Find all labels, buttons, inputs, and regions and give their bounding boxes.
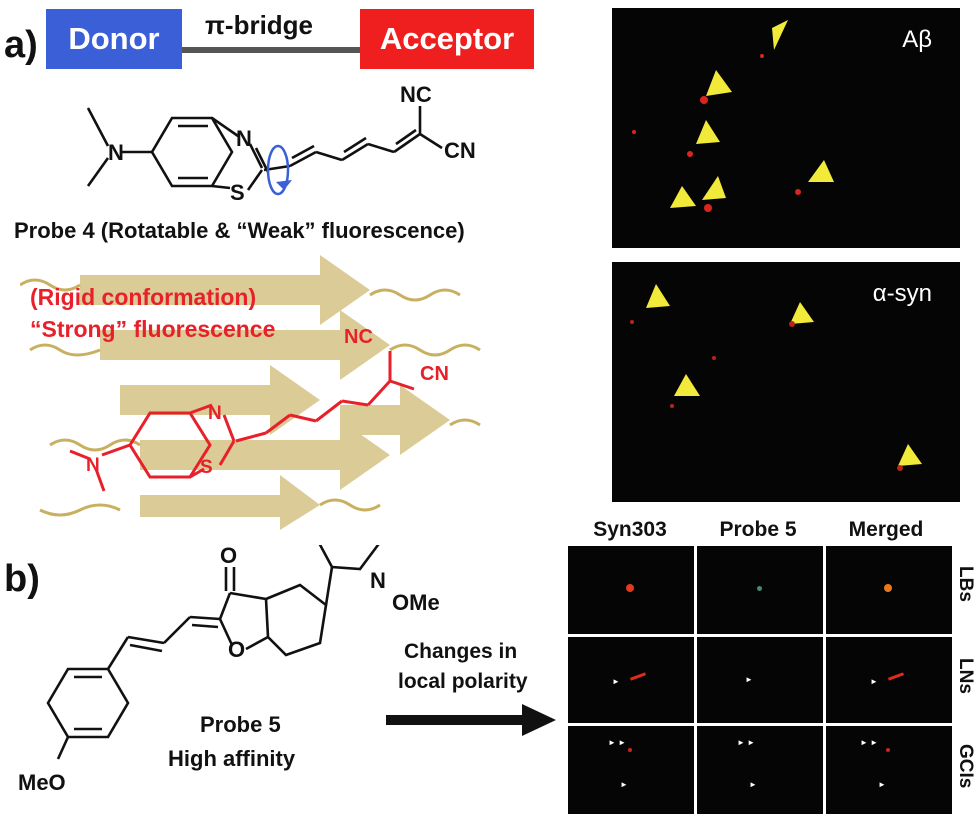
arrowhead-icon (898, 444, 922, 466)
panel-b-label: b) (4, 558, 40, 600)
micrograph-lbs-syn303 (568, 546, 694, 634)
abeta-label: Aβ (902, 26, 932, 53)
bridge-line (182, 47, 360, 53)
bound-probe-n-thiazole: N (208, 403, 222, 424)
right-arrow-icon (386, 704, 556, 736)
probe4-caption: Probe 4 (Rotatable & “Weak” fluorescence… (14, 218, 465, 243)
micrograph-lbs-probe5 (697, 546, 823, 634)
probe5-structure: O O (46, 545, 380, 760)
row-label-gcis: GCIs (955, 744, 976, 789)
asyn-fluorescence-image: α-syn (612, 262, 960, 502)
probe5-name: Probe 5 (200, 712, 281, 737)
probe4-cn: CN (444, 138, 476, 163)
arrowhead-icon (646, 284, 670, 308)
abeta-fluorescence-image: Aβ (612, 8, 960, 248)
arrowhead-icon (702, 176, 726, 200)
probe4-n-amine: N (108, 140, 124, 165)
column-header-merged: Merged (848, 518, 924, 541)
donor-box: Donor (46, 9, 182, 69)
svg-text:O: O (228, 637, 245, 662)
column-header-probe5: Probe 5 (719, 518, 797, 541)
probe5-pyridine-n: N (370, 568, 386, 593)
probe5-ome: OMe (392, 590, 440, 615)
micrograph-lns-syn303: ► (568, 637, 694, 723)
arrowhead-icon (790, 302, 814, 324)
acceptor-box: Acceptor (360, 9, 534, 69)
row-label-lbs: LBs (955, 566, 976, 602)
bound-probe-n-amine: N (86, 455, 100, 476)
arrowhead-icon (674, 374, 700, 396)
rigid-conformation-text: (Rigid conformation) (30, 284, 257, 310)
micrograph-lbs-merged (826, 546, 952, 634)
bound-probe-cn: CN (420, 363, 449, 385)
asyn-label: α-syn (872, 280, 932, 307)
bound-probe-nc: NC (344, 326, 373, 348)
probe4-n-thiazole: N (236, 126, 252, 151)
polarity-change-text-1: Changes in (404, 640, 518, 663)
micrograph-gcis-merged: ► ►► (826, 726, 952, 814)
arrowhead-icon (696, 120, 720, 144)
column-header-syn303: Syn303 (593, 518, 667, 541)
probe4-s: S (230, 180, 245, 205)
strong-fluorescence-text: “Strong” fluorescence (30, 316, 276, 342)
micrograph-gcis-probe5: ► ►► (697, 726, 823, 814)
arrowhead-icon (808, 160, 834, 182)
row-label-lns: LNs (955, 658, 976, 694)
micrograph-lns-probe5: ► (697, 637, 823, 723)
probe5-meo: MeO (18, 770, 66, 795)
probe4-nc: NC (400, 82, 432, 107)
bound-probe-s: S (200, 457, 213, 478)
arrowhead-icon (670, 186, 696, 208)
micrograph-gcis-syn303: ► ►► (568, 726, 694, 814)
micrograph-grid: ► ► ► ► ►► ► ►► ► ►► (568, 546, 952, 814)
bridge-label: π-bridge (205, 10, 314, 40)
probe4-structure: N N S NC CN (86, 82, 476, 205)
polarity-change-text-2: local polarity (398, 670, 528, 693)
panel-a-label: a) (4, 24, 38, 66)
arrowhead-icon (706, 70, 732, 96)
beta-sheet-illustration (20, 255, 481, 530)
micrograph-lns-merged: ► (826, 637, 952, 723)
svg-text:O: O (220, 545, 237, 568)
arrowhead-icon (772, 20, 788, 50)
probe5-description: High affinity (168, 746, 296, 771)
